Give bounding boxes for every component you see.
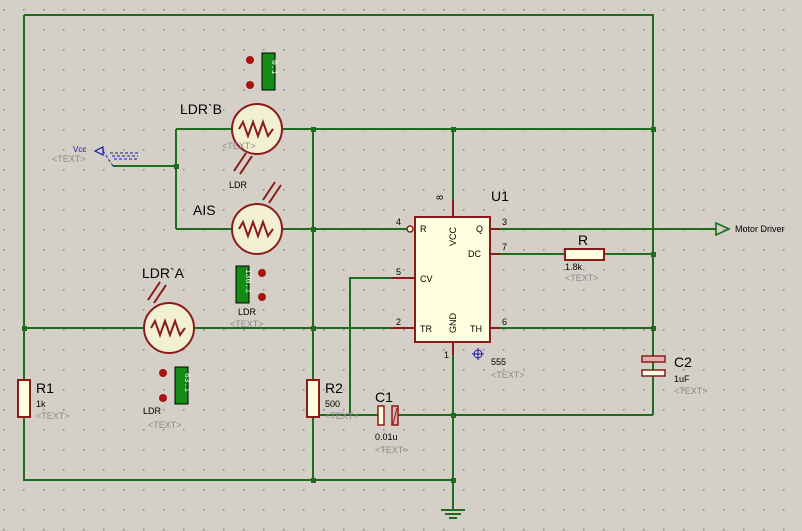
ldr-b-tag: LDR [229, 180, 248, 190]
junctions [22, 127, 656, 483]
pin-number-5: 5 [396, 267, 401, 277]
vcc-text-placeholder: <TEXT> [52, 154, 86, 164]
ldr-b[interactable]: LDR`B <TEXT> LDR 0.1 [180, 52, 283, 190]
light-arrows-icon [147, 281, 167, 304]
pin-name-th: TH [470, 324, 482, 334]
pin-number-4: 4 [396, 217, 401, 227]
c1-value: 0.01u [375, 432, 398, 442]
junction [311, 326, 316, 331]
light-arrows-icon [262, 181, 282, 204]
timer-555[interactable]: R VCC Q DC CV TR GND TH 4 8 3 7 5 2 6 1 … [391, 188, 525, 380]
junction [651, 127, 656, 132]
capacitor-c1[interactable]: C1 0.01u <TEXT> [375, 389, 409, 455]
r-value: 1.8k [565, 262, 583, 272]
pin-name-gnd: GND [448, 313, 458, 334]
junction [451, 478, 456, 483]
ldr-b-label: LDR`B [180, 101, 222, 117]
reset-inversion-bubble [406, 225, 414, 233]
pin-number-3: 3 [502, 217, 507, 227]
r2-text-placeholder: <TEXT> [325, 411, 359, 421]
output-arrow-icon [715, 221, 731, 237]
capacitor-c2[interactable]: C2 1uF <TEXT> [641, 354, 708, 396]
u1-text-placeholder: <TEXT> [491, 370, 525, 380]
junction [311, 127, 316, 132]
pin-name-vcc: VCC [448, 226, 458, 246]
wire-vcc-branch[interactable] [113, 128, 231, 230]
ldr-a-text-placeholder-2: <TEXT> [148, 420, 182, 430]
r-label: R [578, 232, 588, 248]
r1-text-placeholder: <TEXT> [36, 411, 70, 421]
ldr-b-text-placeholder: <TEXT> [222, 141, 256, 151]
vcc-label: Vcc [73, 145, 86, 154]
ldr-ais[interactable]: AIS 130.1 LDR [193, 181, 283, 317]
pin-name-q: Q [476, 224, 483, 234]
ldr-a-tag: LDR [143, 406, 162, 416]
pin-number-1: 1 [444, 350, 449, 360]
led-indicator-icon [258, 293, 266, 301]
ldr-b-display [261, 52, 276, 91]
r-text-placeholder: <TEXT> [565, 273, 599, 283]
resistor-r2[interactable]: R2 500 <TEXT> [306, 379, 359, 421]
junction [311, 478, 316, 483]
c2-value: 1uF [674, 374, 690, 384]
resistor-r1[interactable]: R1 1k <TEXT> [17, 379, 70, 421]
junction [311, 227, 316, 232]
pin-name-dc: DC [468, 249, 481, 259]
ldr-a-display [174, 366, 189, 405]
pin-number-7: 7 [502, 242, 507, 252]
pin-name-cv: CV [420, 274, 433, 284]
led-indicator-icon [159, 369, 167, 377]
c2-label: C2 [674, 354, 692, 370]
wire-left-rail[interactable] [23, 15, 453, 481]
ais-display [235, 265, 250, 304]
vcc-terminal[interactable]: Vcc <TEXT> [52, 145, 138, 167]
ic-body [414, 216, 491, 343]
led-indicator-icon [258, 269, 266, 277]
motor-driver-label: Motor Driver [735, 224, 785, 234]
ldr-a-label: LDR`A [142, 265, 185, 281]
light-arrows-icon [233, 152, 253, 175]
u1-value: 555 [491, 357, 506, 367]
pin-name-reset: R [420, 224, 427, 234]
pin-number-2: 2 [396, 317, 401, 327]
led-indicator-icon [246, 81, 254, 89]
c1-label: C1 [375, 389, 393, 405]
pin-name-tr: TR [420, 324, 432, 334]
c1-text-placeholder: <TEXT> [375, 445, 409, 455]
ldr-b-display-value: 0.1 [269, 60, 278, 75]
ais-label: AIS [193, 202, 216, 218]
junction [451, 127, 456, 132]
r1-label: R1 [36, 380, 54, 396]
ground-symbol-icon[interactable] [441, 509, 465, 519]
output-terminal[interactable]: Motor Driver [715, 221, 785, 237]
u1-label: U1 [491, 188, 509, 204]
ais-display-value: 130.1 [243, 269, 252, 293]
ic-pin-stubs [391, 200, 500, 355]
r2-label: R2 [325, 380, 343, 396]
r1-value: 1k [36, 399, 46, 409]
ldr-a[interactable]: LDR`A <TEXT> 63.1 LDR <TEXT> [142, 265, 264, 430]
wire-top-rail[interactable] [24, 14, 654, 415]
junction [22, 326, 27, 331]
junction [451, 413, 456, 418]
led-indicator-icon [246, 56, 254, 64]
c2-text-placeholder: <TEXT> [674, 386, 708, 396]
pin-number-6: 6 [502, 317, 507, 327]
ldr-a-text-placeholder: <TEXT> [230, 319, 264, 329]
origin-marker-icon [472, 348, 484, 360]
resistor-r[interactable]: R 1.8k <TEXT> [564, 232, 605, 283]
ldr-a-display-value: 63.1 [182, 373, 191, 392]
pin-number-8: 8 [435, 195, 445, 200]
junction [651, 326, 656, 331]
ais-tag: LDR [238, 307, 257, 317]
r2-value: 500 [325, 399, 340, 409]
junction [174, 164, 179, 169]
junction [651, 252, 656, 257]
led-indicator-icon [159, 394, 167, 402]
